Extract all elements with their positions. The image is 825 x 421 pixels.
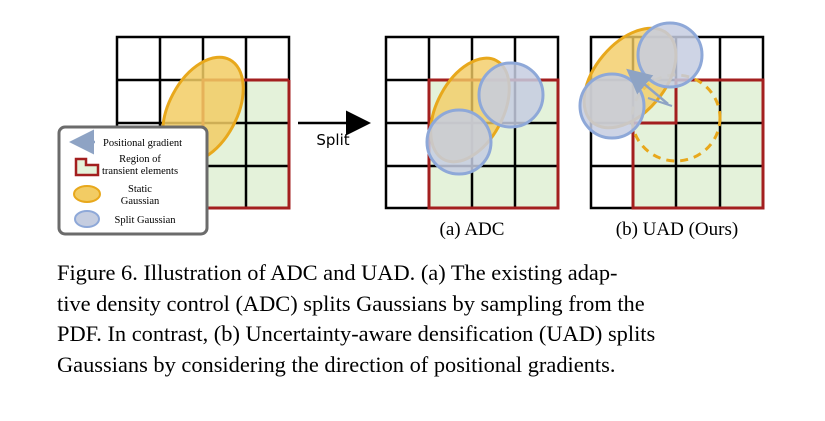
caption-line-2: tive density control (ADC) splits Gaussi… — [57, 290, 645, 316]
panel-a-label: (a) ADC — [440, 219, 505, 240]
caption-line-1: Figure 6. Illustration of ADC and UAD. (… — [57, 260, 618, 285]
adc-split-gaussian-2 — [425, 108, 493, 176]
adc-region-border — [427, 78, 560, 210]
legend-label-static-2: Gaussian — [121, 196, 160, 207]
uad-original-gaussian-dashed — [630, 73, 722, 163]
legend-label-split: Split Gaussian — [115, 215, 177, 226]
legend-box — [57, 125, 209, 236]
uad-split-gaussian-2 — [578, 72, 646, 140]
figure-caption: Figure 6. Illustration of ADC and UAD. (… — [57, 258, 769, 380]
adc-split-gaussian-1 — [477, 61, 545, 129]
legend-label-positional-gradient: Positional gradient — [103, 138, 182, 149]
caption-line-4: Gaussians by considering the direction o… — [57, 351, 616, 377]
legend: Positional gradient Region of transient … — [57, 125, 209, 236]
figure: Positional gradient Region of transient … — [57, 21, 765, 240]
caption-line-3: PDF. In contrast, (b) Uncertainty-aware … — [57, 321, 656, 346]
static-gaussian-icon — [73, 185, 101, 203]
uad-split-gaussian-1 — [636, 21, 704, 89]
uad-panel: (b) UAD (Ours) — [578, 21, 765, 240]
adc-panel: (a) ADC — [384, 35, 560, 240]
split-label: Split — [316, 131, 349, 149]
gradient-arrow-1 — [626, 68, 669, 105]
gradient-arrow-2 — [647, 97, 673, 107]
legend-label-region-1: Region of — [119, 154, 161, 165]
legend-label-static-1: Static — [128, 184, 152, 195]
split-gaussian-icon — [74, 210, 100, 228]
legend-label-region-2: transient elements — [102, 166, 178, 177]
panel-b-label: (b) UAD (Ours) — [616, 219, 738, 240]
split-arrow: Split — [298, 110, 371, 149]
region-icon — [74, 157, 100, 177]
